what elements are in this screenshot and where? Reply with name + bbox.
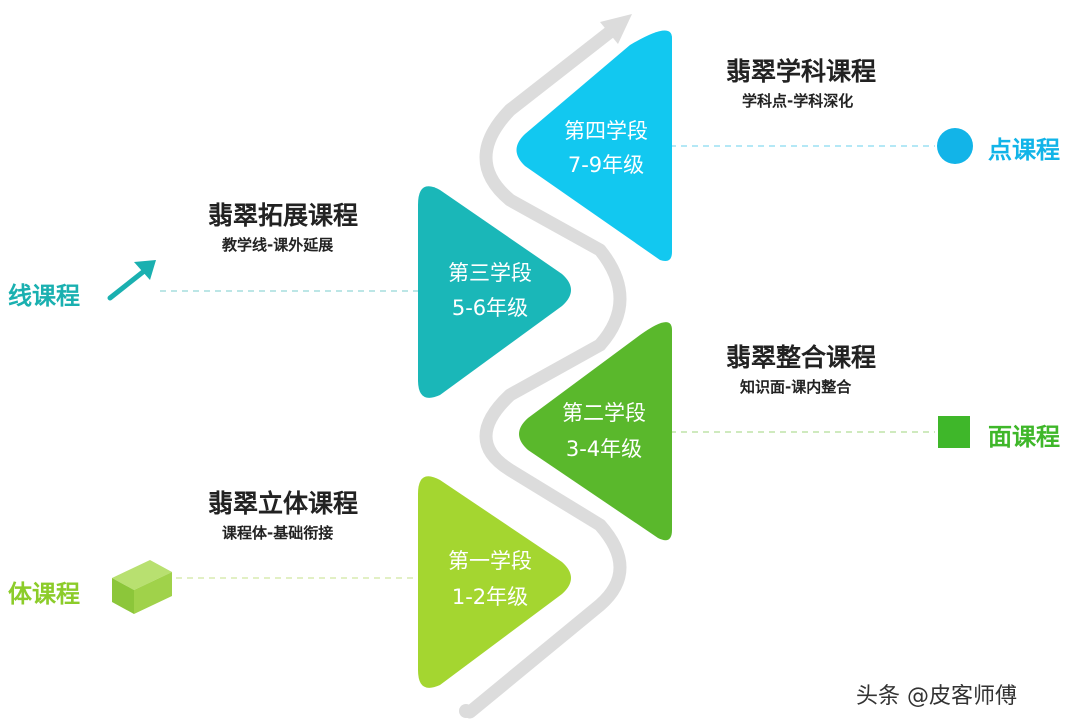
line-course-arrow-icon — [107, 260, 156, 301]
surface-course-square-icon — [938, 416, 970, 448]
stage-2-shape — [519, 322, 672, 541]
stage-1-name: 第一学段 — [448, 549, 532, 573]
subject-course-title: 翡翠学科课程 — [726, 57, 877, 86]
stage-1-grades: 1-2年级 — [452, 585, 528, 609]
progress-path — [463, 21, 627, 719]
integration-course-subtitle: 知识面-课内整合 — [740, 378, 852, 396]
watermark: 头条 @皮客师傅 — [856, 684, 1017, 709]
stage-3-shape — [418, 186, 571, 398]
stage-3-grades: 5-6年级 — [452, 296, 528, 320]
stereo-course-title: 翡翠立体课程 — [208, 489, 359, 518]
path-start-dot — [459, 704, 473, 718]
stage-3-name: 第三学段 — [448, 261, 532, 285]
point-course-circle-icon — [937, 128, 973, 164]
body-course-label: 体课程 — [8, 580, 80, 608]
integration-course-title: 翡翠整合课程 — [726, 343, 877, 372]
body-course-cube-icon — [112, 560, 172, 614]
stage-1-shape — [418, 476, 571, 688]
point-course-label: 点课程 — [988, 136, 1060, 164]
surface-course-label: 面课程 — [988, 423, 1060, 451]
extension-course-subtitle: 教学线-课外延展 — [222, 236, 334, 254]
subject-course-subtitle: 学科点-学科深化 — [742, 92, 854, 110]
stage-2-name: 第二学段 — [562, 401, 646, 425]
stage-4-name: 第四学段 — [564, 119, 648, 143]
stage-2-grades: 3-4年级 — [566, 437, 642, 461]
stage-4-grades: 7-9年级 — [568, 153, 644, 177]
extension-course-title: 翡翠拓展课程 — [208, 201, 359, 230]
stereo-course-subtitle: 课程体-基础衔接 — [222, 524, 334, 542]
stage-4-shape — [516, 30, 672, 261]
line-course-label: 线课程 — [8, 282, 80, 310]
path-arrow-icon — [600, 14, 632, 44]
